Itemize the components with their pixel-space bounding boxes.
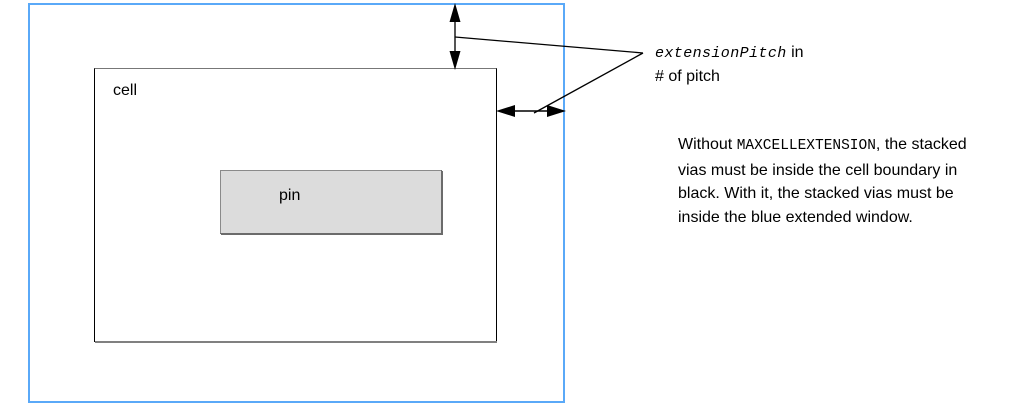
cell-boundary-shadow [95,341,497,343]
horizontal-extension-arrow [496,105,566,117]
extension-pitch-suffix: in [786,44,804,61]
note-lead: Without [678,136,737,153]
leader-line-horizontal [533,52,644,114]
maxcellextension-keyword: MAXCELLEXTENSION [736,138,876,154]
pin-shadow-right [441,171,443,235]
extension-pitch-callout: extensionPitch in # of pitch [655,41,995,88]
vertical-extension-arrow [449,3,461,70]
pin-rectangle [220,170,442,234]
maxcellextension-note: Without MAXCELLEXTENSION, the stacked vi… [678,133,998,229]
note-body: , the stacked vias must be inside the ce… [678,136,967,226]
pin-label: pin [279,187,301,204]
pin-shadow-bottom [221,233,443,235]
extension-pitch-units: # of pitch [655,68,720,85]
leader-line-vertical [454,36,644,54]
cell-label: cell [113,82,138,99]
extension-pitch-term: extensionPitch [655,45,787,62]
